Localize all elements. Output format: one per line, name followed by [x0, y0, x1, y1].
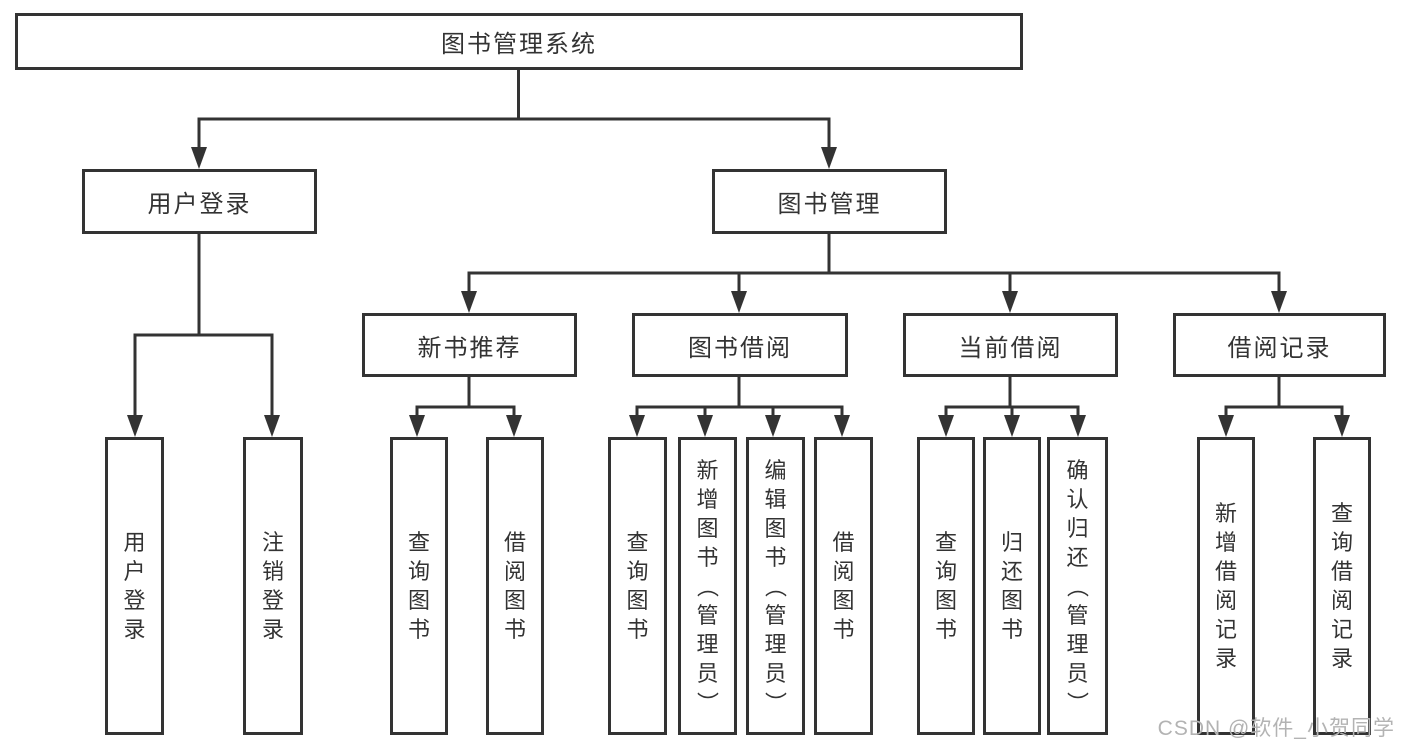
leaf-borrowing-edit-books-admin: 编辑图书（管理员） — [746, 437, 805, 735]
node-root-system: 图书管理系统 — [15, 13, 1023, 70]
leaf-borrowing-add-books-admin: 新增图书（管理员） — [678, 437, 737, 735]
node-current-borrowing: 当前借阅 — [903, 313, 1118, 377]
leaf-current-return-books: 归还图书 — [983, 437, 1041, 735]
leaf-current-confirm-return-admin: 确认归还（管理员） — [1047, 437, 1108, 735]
leaf-current-query-books: 查询图书 — [917, 437, 975, 735]
leaf-newbooks-query-books: 查询图书 — [390, 437, 448, 735]
node-book-borrowing: 图书借阅 — [632, 313, 848, 377]
node-new-book-recommend: 新书推荐 — [362, 313, 577, 377]
leaf-logout: 注销登录 — [243, 437, 303, 735]
leaf-records-add-record: 新增借阅记录 — [1197, 437, 1255, 735]
node-borrow-records: 借阅记录 — [1173, 313, 1386, 377]
node-user-login-group: 用户登录 — [82, 169, 317, 234]
arrowhead-icons — [127, 147, 1350, 437]
csdn-watermark: CSDN @软件_小贺同学 — [1157, 717, 1395, 740]
leaf-newbooks-borrow-books: 借阅图书 — [486, 437, 544, 735]
leaf-records-query-record: 查询借阅记录 — [1313, 437, 1371, 735]
node-book-management: 图书管理 — [712, 169, 947, 234]
leaf-borrowing-query-books: 查询图书 — [608, 437, 667, 735]
leaf-borrowing-borrow-books: 借阅图书 — [814, 437, 873, 735]
leaf-user-login: 用户登录 — [105, 437, 164, 735]
